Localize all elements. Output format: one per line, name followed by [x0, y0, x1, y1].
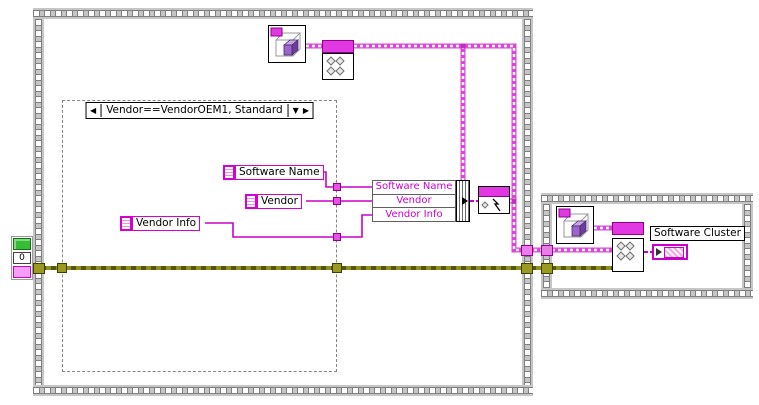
string-control-icon	[223, 165, 235, 180]
control-vendor-info[interactable]: Vendor Info	[120, 216, 201, 231]
indicator-arrow-icon	[656, 248, 662, 256]
main-frame-border-bottom[interactable]	[33, 385, 533, 396]
checkered-icon	[326, 56, 345, 76]
wire-junction-dot	[511, 198, 517, 204]
class-cube-icon	[268, 25, 306, 63]
lightning-icon	[481, 198, 501, 212]
software-cluster-terminal[interactable]	[652, 244, 688, 260]
vi-node-header[interactable]	[612, 222, 644, 235]
arrow-right-icon	[462, 197, 468, 205]
case-dropdown-icon[interactable]: ▼	[292, 106, 299, 115]
indicator-label: Software Cluster	[650, 226, 745, 241]
string-tunnel[interactable]	[333, 183, 341, 191]
class-tunnel[interactable]	[521, 245, 533, 256]
bundle-row[interactable]: Vendor Info	[385, 208, 443, 220]
error-source-string-constant[interactable]	[13, 266, 31, 278]
string-control-icon	[120, 216, 132, 231]
main-frame-border-right[interactable]	[522, 19, 533, 385]
control-label: Vendor Info	[132, 216, 201, 231]
main-frame-border-left[interactable]	[33, 19, 44, 385]
property-node-header	[479, 187, 509, 197]
right-frame-border-top[interactable]	[541, 193, 753, 204]
string-tunnel[interactable]	[333, 197, 341, 205]
class-tunnel[interactable]	[541, 245, 553, 256]
wire-junction-dot	[460, 43, 466, 49]
case-selector[interactable]: ◀ Vendor==VendorOEM1, Standard ▼ ▶	[85, 102, 314, 119]
checkered-vi-node[interactable]	[612, 238, 644, 272]
property-write-node[interactable]	[478, 186, 510, 214]
error-tunnel[interactable]	[521, 263, 533, 274]
case-structure[interactable]: ◀ Vendor==VendorOEM1, Standard ▼ ▶	[62, 100, 337, 372]
error-tunnel[interactable]	[541, 263, 553, 274]
control-vendor[interactable]: Vendor	[245, 194, 302, 209]
build-cluster-node[interactable]	[456, 180, 470, 222]
bundle-row[interactable]: Software Name	[373, 181, 455, 195]
class-constant-icon[interactable]	[556, 206, 594, 244]
bundle-by-name-node[interactable]: Software Name Vendor Vendor Info	[372, 180, 456, 222]
bundle-row[interactable]: Vendor	[373, 195, 455, 209]
right-frame-border-right[interactable]	[742, 204, 753, 288]
case-prev-arrow-icon[interactable]: ◀	[90, 106, 97, 115]
error-tunnel[interactable]	[33, 263, 45, 274]
main-frame-border-top[interactable]	[33, 8, 533, 19]
case-selector-label[interactable]: Vendor==VendorOEM1, Standard	[100, 104, 289, 117]
control-software-name[interactable]: Software Name	[223, 165, 324, 180]
error-tunnel[interactable]	[57, 263, 67, 273]
vi-node-header[interactable]	[322, 40, 354, 53]
string-control-icon	[245, 194, 257, 209]
case-next-arrow-icon[interactable]: ▶	[302, 106, 309, 115]
error-code-constant[interactable]: 0	[13, 252, 31, 264]
string-tunnel[interactable]	[333, 233, 341, 241]
cluster-pattern-icon	[664, 246, 684, 258]
control-label: Software Name	[235, 165, 324, 180]
right-frame-border-bottom[interactable]	[541, 288, 753, 299]
class-constant-icon[interactable]	[268, 25, 306, 63]
boolean-status-constant[interactable]	[13, 238, 31, 250]
checkered-vi-node[interactable]	[322, 53, 354, 80]
class-cube-icon	[556, 206, 594, 244]
error-cluster-constant[interactable]: 0	[11, 236, 33, 280]
error-tunnel[interactable]	[332, 263, 342, 273]
control-label: Vendor	[257, 194, 302, 209]
checkered-icon	[616, 241, 635, 261]
